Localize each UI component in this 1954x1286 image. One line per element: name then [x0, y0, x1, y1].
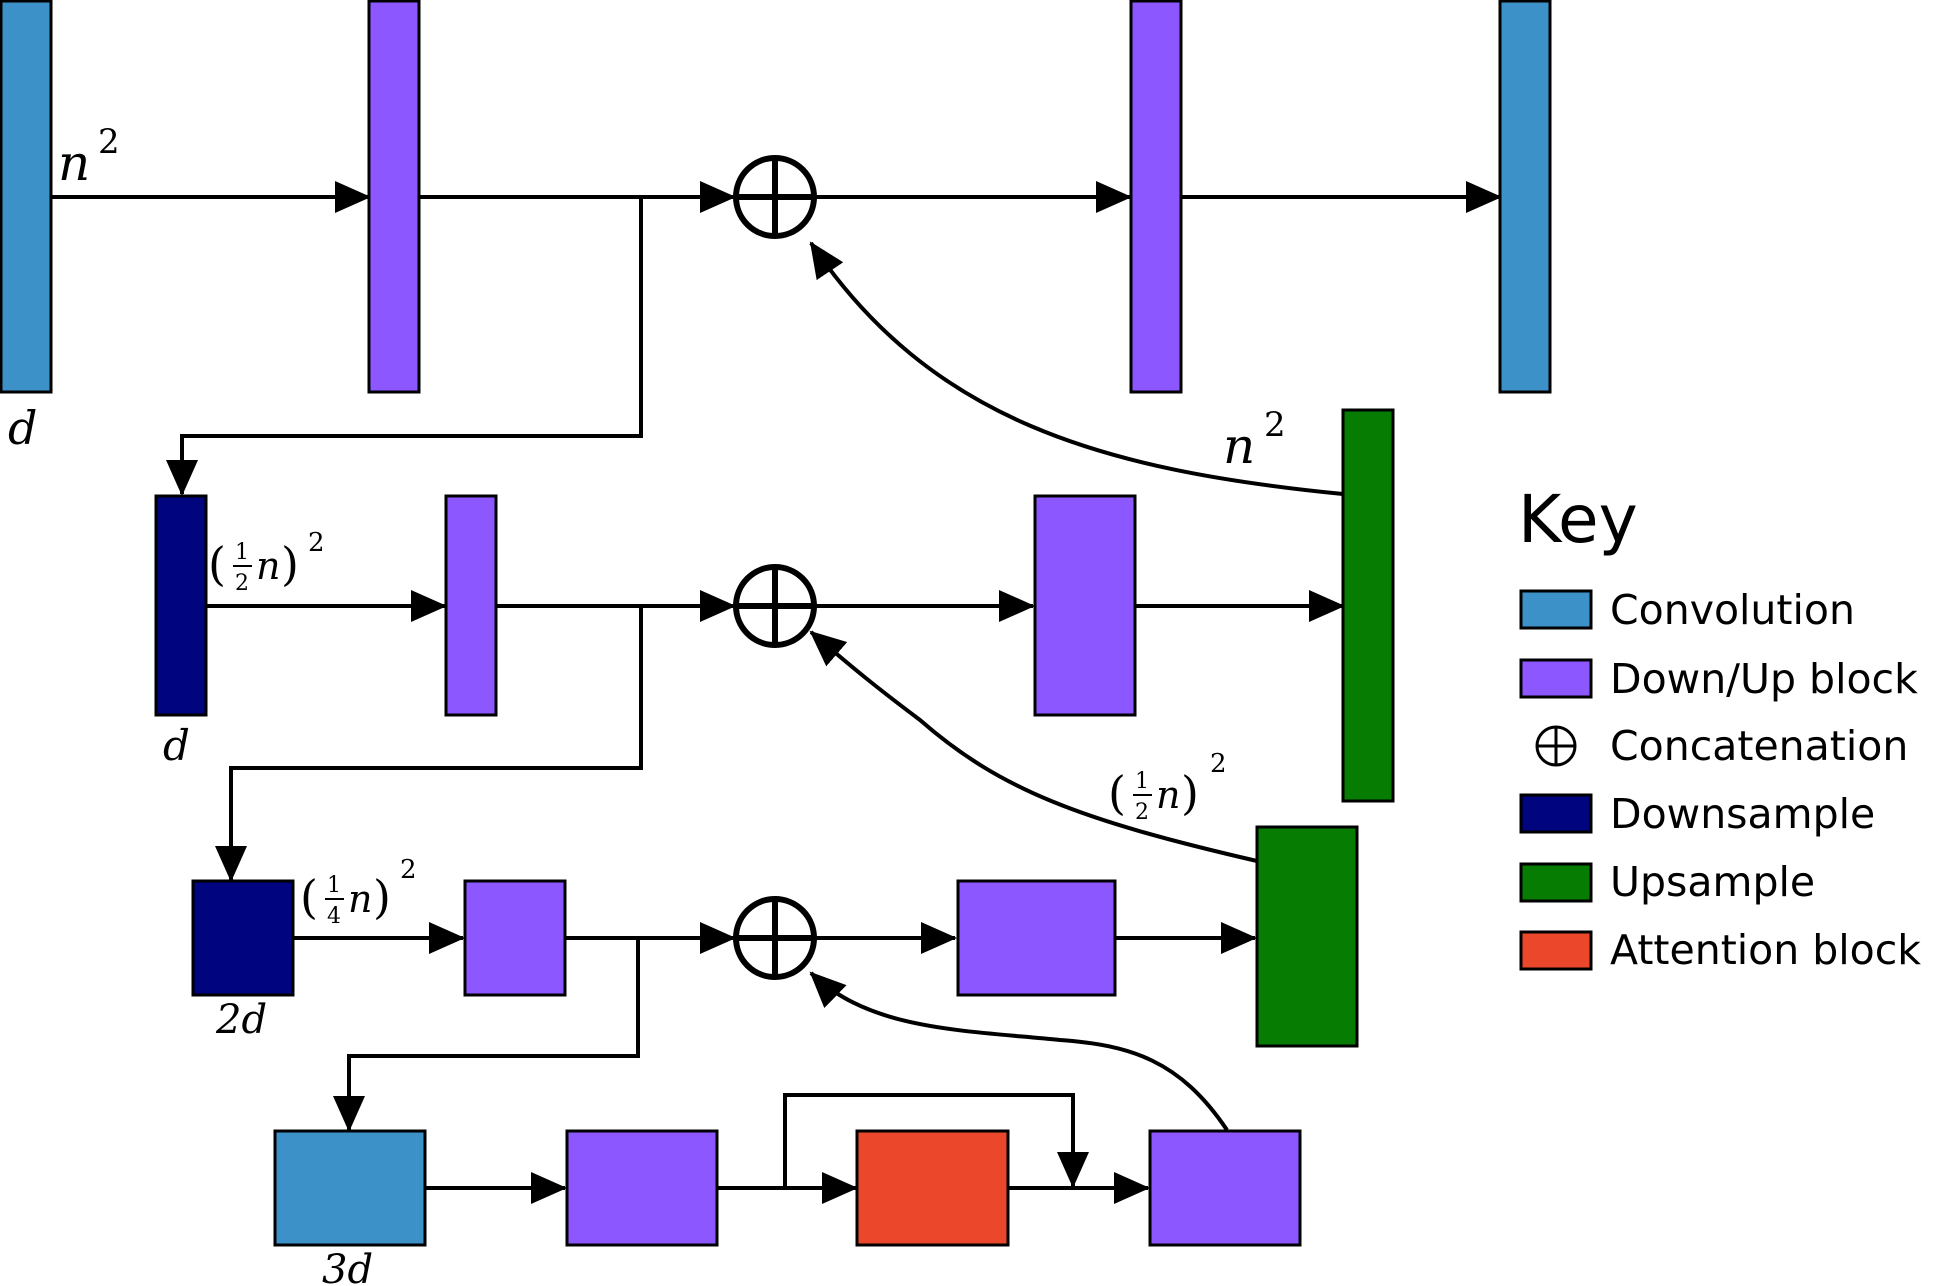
svg-text:(: (: [1108, 766, 1126, 820]
downsample-block-1: [154, 494, 208, 717]
svg-text:n: n: [1223, 417, 1255, 475]
up-block-1: [1129, 0, 1183, 394]
svg-text:n: n: [256, 544, 280, 588]
down-block-1: [367, 0, 421, 394]
svg-text:): ): [281, 537, 299, 591]
legend-item-down-up-block: Down/Up block: [1519, 655, 1918, 703]
upsample-block-mid: [1255, 825, 1359, 1048]
dim-label-level2: d: [163, 721, 190, 770]
legend-item-upsample: Upsample: [1519, 858, 1815, 906]
svg-text:Convolution: Convolution: [1610, 586, 1855, 634]
svg-text:n: n: [58, 134, 90, 192]
blocks: [0, 0, 1552, 1247]
arrow-upsample-top-to-concat1: [809, 241, 1344, 496]
conv-bottleneck-block: [273, 1129, 427, 1247]
conv-output-block: [1498, 0, 1552, 394]
circle-plus-icon: [733, 896, 817, 980]
svg-text:2: 2: [98, 122, 120, 162]
labels: d n 2 n 2 ( 1 2 n ) 2 d ( 1 2 n: [8, 122, 1286, 1286]
connectors: [52, 181, 1502, 1204]
skip-level2-to-level3: [215, 606, 643, 882]
resolution-label-level2: ( 1 2 n ) 2: [208, 528, 325, 596]
concat-nodes: [733, 155, 817, 980]
attention-block: [855, 1129, 1010, 1247]
resolution-label-upsample-top: n 2: [1223, 405, 1286, 475]
svg-text:Attention block: Attention block: [1610, 926, 1921, 974]
svg-text:Upsample: Upsample: [1610, 858, 1815, 906]
down-block-3: [463, 879, 567, 997]
svg-text:1: 1: [327, 873, 341, 898]
skip-level1-to-level2: [166, 197, 643, 496]
legend-item-concatenation: Concatenation: [1535, 722, 1908, 770]
resolution-label-upsample-mid: ( 1 2 n ) 2: [1108, 749, 1227, 825]
svg-text:n: n: [348, 877, 372, 921]
down-up-block-swatch: [1519, 658, 1593, 699]
circle-plus-icon: [733, 155, 817, 239]
svg-text:2: 2: [400, 855, 417, 885]
resolution-label-top: n 2: [58, 122, 120, 192]
arrow-upsample-mid-to-concat2: [809, 630, 1258, 863]
upsample-swatch: [1519, 862, 1593, 903]
svg-text:Downsample: Downsample: [1610, 790, 1875, 838]
downsample-block-2: [191, 879, 295, 997]
svg-text:1: 1: [1135, 769, 1149, 794]
svg-text:): ): [1181, 766, 1199, 820]
upsample-block-top: [1341, 408, 1395, 803]
down-block-2: [444, 494, 498, 717]
svg-text:2: 2: [308, 528, 325, 558]
dim-label-top: d: [8, 401, 37, 455]
skip-level3-to-bottom: [333, 938, 640, 1132]
svg-text:Concatenation: Concatenation: [1610, 722, 1908, 770]
svg-text:2: 2: [1210, 749, 1227, 779]
circle-plus-icon: [1535, 725, 1577, 767]
svg-text:2: 2: [235, 571, 249, 596]
legend: Key Convolution Down/Up block Concatenat…: [1518, 481, 1921, 974]
svg-text:n: n: [1156, 773, 1180, 817]
svg-text:1: 1: [235, 540, 249, 565]
arrow-bottom-to-concat3: [809, 971, 1229, 1132]
svg-text:(: (: [208, 537, 226, 591]
attention-skip-connection: [783, 1093, 1089, 1188]
resolution-label-level3: ( 1 4 n ) 2: [300, 855, 417, 929]
svg-text:Down/Up block: Down/Up block: [1610, 655, 1918, 703]
svg-text:): ): [373, 870, 391, 924]
up-block-2: [1033, 494, 1137, 717]
legend-title: Key: [1518, 481, 1638, 558]
conv-input-block: [0, 0, 53, 394]
legend-item-attention-block: Attention block: [1519, 926, 1921, 974]
svg-text:(: (: [300, 870, 318, 924]
up-block-3: [956, 879, 1117, 997]
dim-label-bottom: 3d: [322, 1247, 373, 1286]
down-block-bottom: [565, 1129, 719, 1247]
svg-text:2: 2: [1264, 405, 1286, 445]
legend-item-convolution: Convolution: [1519, 586, 1855, 634]
dim-label-level3: 2d: [215, 997, 267, 1043]
legend-item-downsample: Downsample: [1519, 790, 1875, 838]
convolution-swatch: [1519, 589, 1593, 630]
svg-text:4: 4: [327, 904, 341, 929]
circle-plus-icon: [733, 564, 817, 648]
up-block-bottom: [1148, 1129, 1302, 1247]
attention-block-swatch: [1519, 930, 1593, 971]
svg-text:2: 2: [1135, 800, 1149, 825]
downsample-swatch: [1519, 793, 1593, 834]
